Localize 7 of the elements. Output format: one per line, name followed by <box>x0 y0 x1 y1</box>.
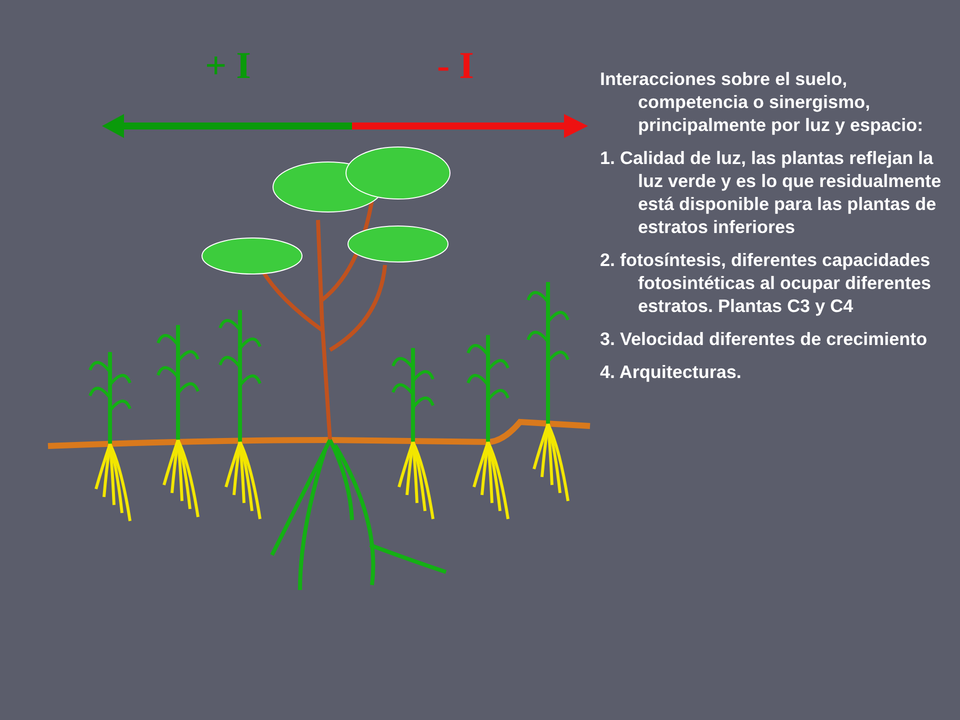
intro-paragraph: Interacciones sobre el suelo, competencia o sinergismo, principalmente por luz y espacio: <box>600 68 924 137</box>
list-item: 4. Arquitecturas. <box>600 361 742 384</box>
interaction-sign: + I <box>205 44 251 88</box>
interaction-sign: - I <box>437 44 474 88</box>
list-item: 1. Calidad de luz, las plantas reflejan la luz verde y es lo que residualmente está disponible para las plantas de estratos inferiores <box>600 147 942 239</box>
list-item: 2. fotosíntesis, diferentes capacidades fotosintéticas al ocupar diferentes estratos. Plantas C3 y C4 <box>600 249 932 318</box>
list-item: 3. Velocidad diferentes de crecimiento <box>600 328 928 351</box>
